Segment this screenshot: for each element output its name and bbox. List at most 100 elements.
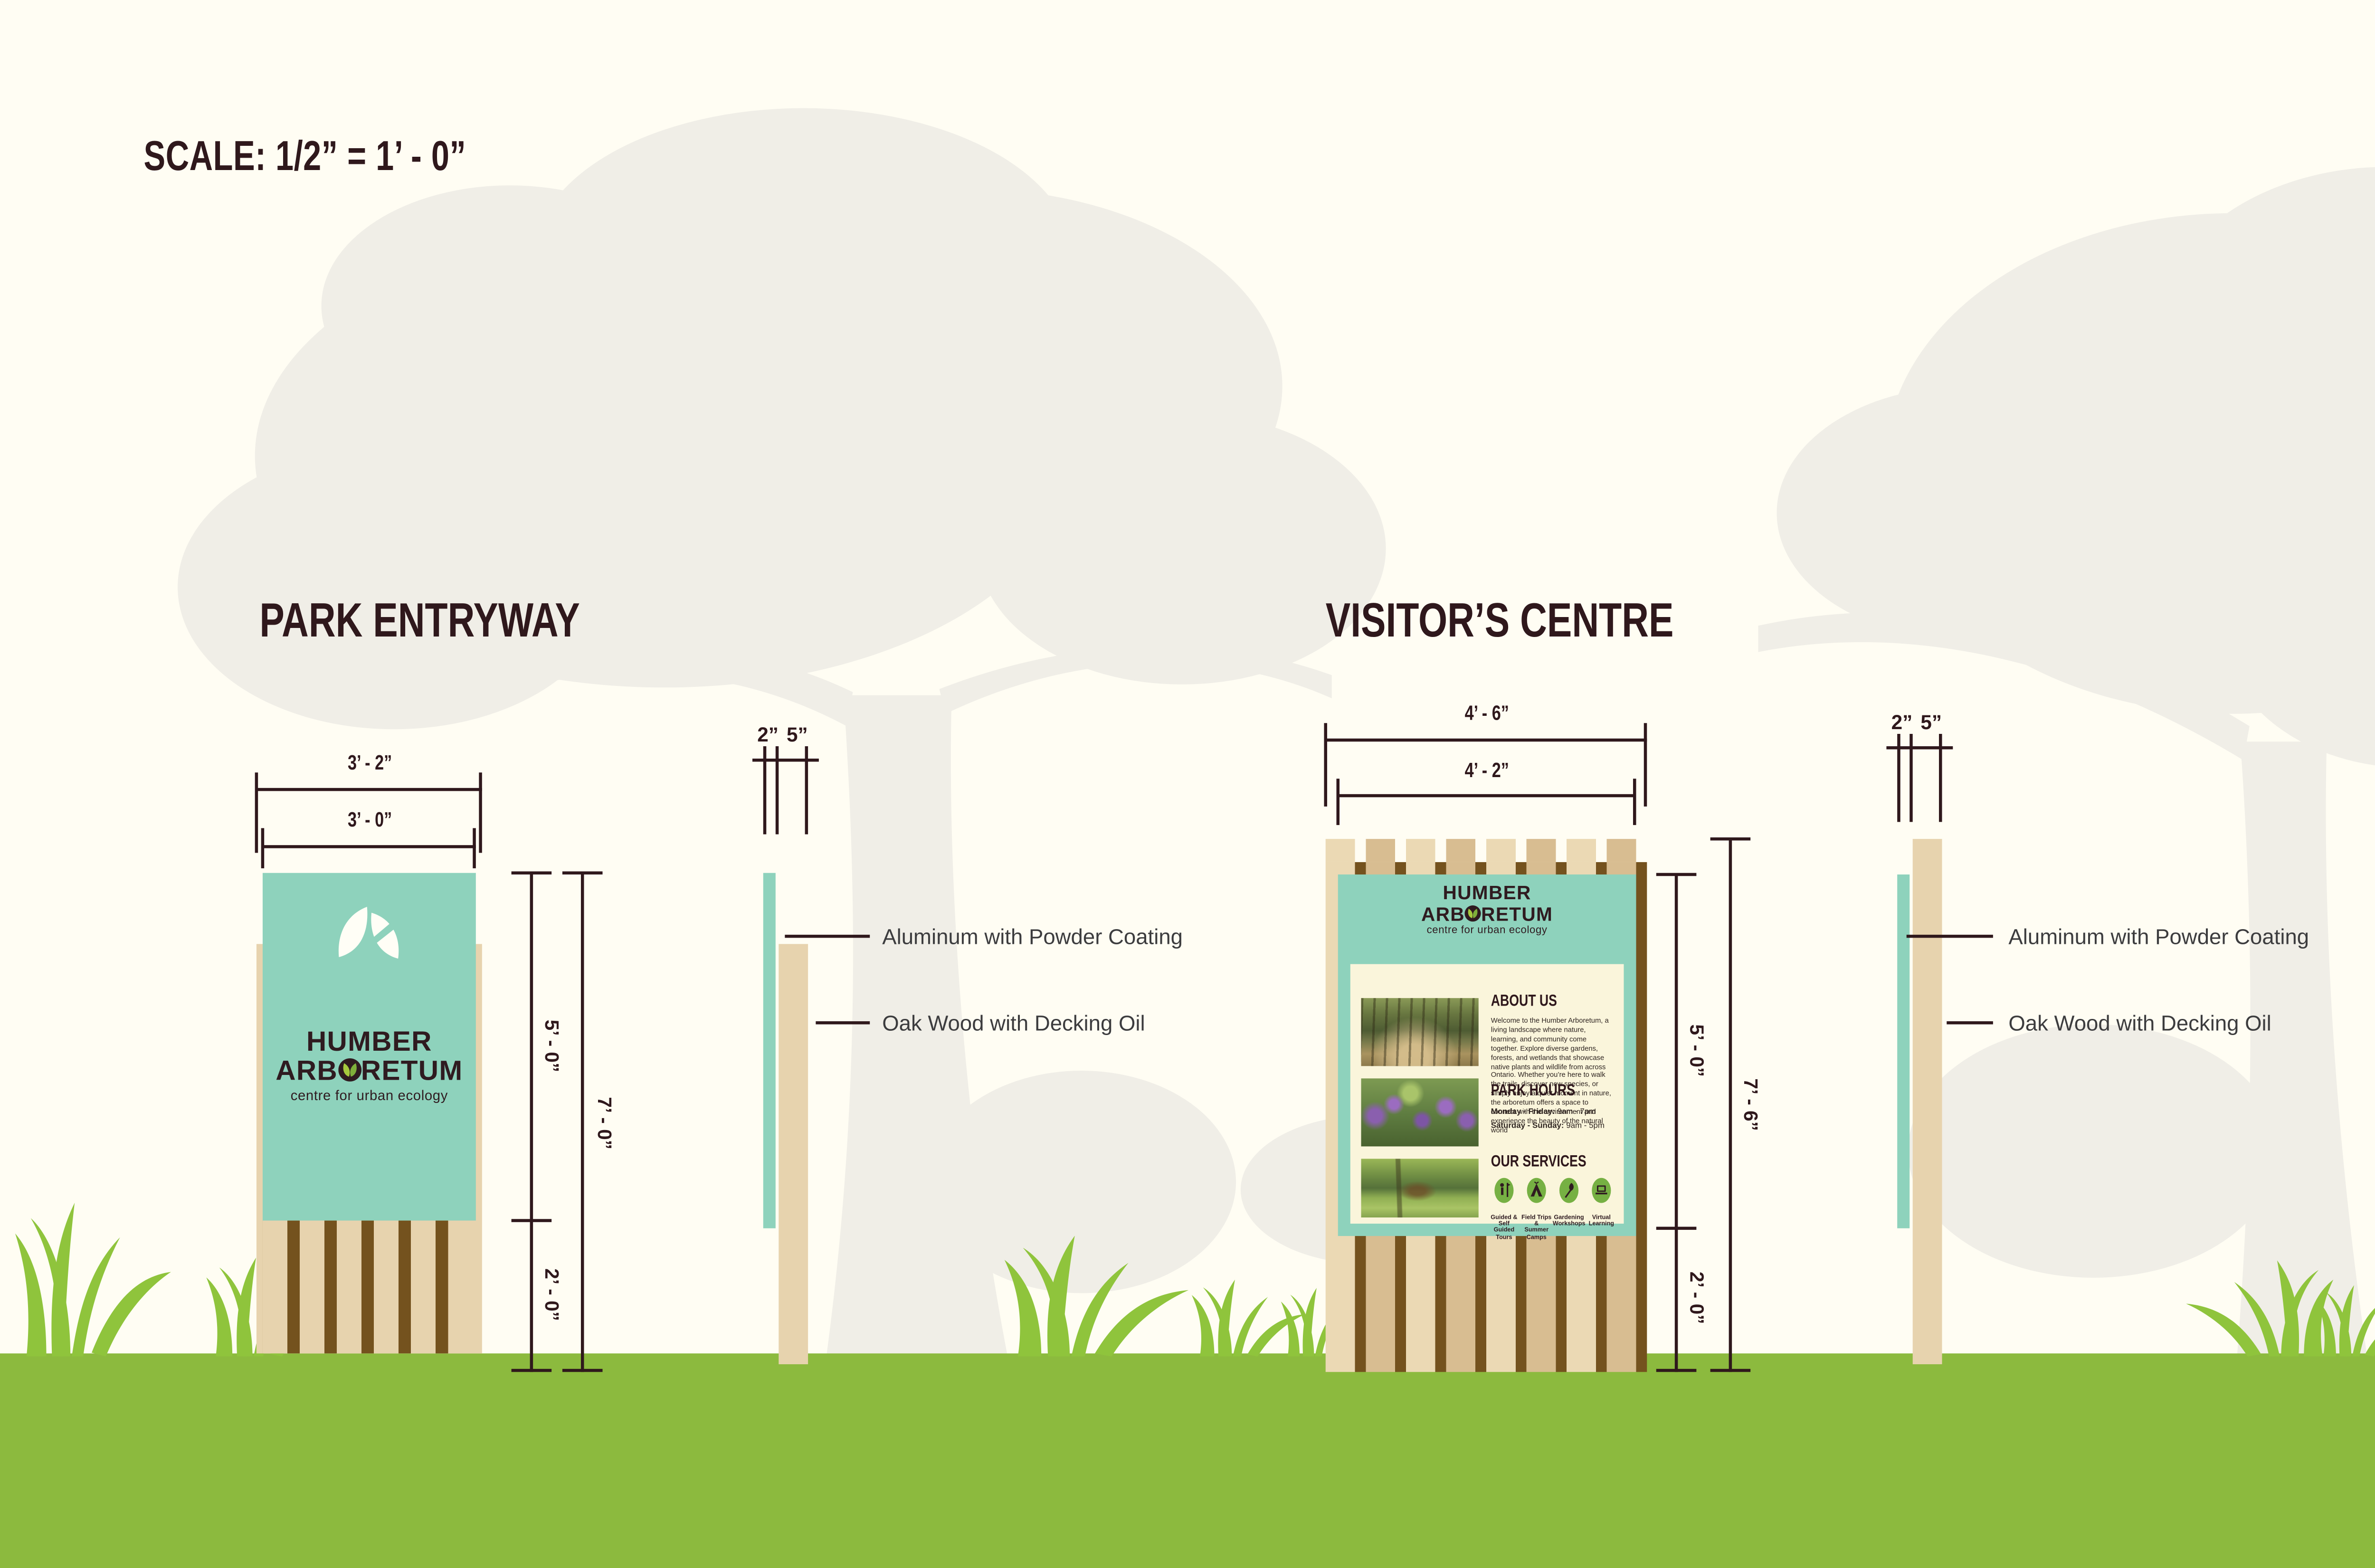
- callout-line-oak: [816, 1021, 870, 1025]
- photo-garden-bridge: [1361, 1159, 1479, 1218]
- callout-aluminum: Aluminum with Powder Coating: [882, 924, 1183, 949]
- visitor-base-height-dim: 2’ - 0”: [1685, 1271, 1708, 1324]
- park-base-height-dim: 2’ - 0”: [541, 1268, 562, 1321]
- callout-line-aluminum: [1906, 934, 1993, 939]
- dim-line: [1729, 839, 1733, 1372]
- callout-aluminum: Aluminum with Powder Coating: [2008, 924, 2309, 949]
- logo-line-humber: HUMBER: [1443, 882, 1531, 904]
- park-side-oak-post: [779, 944, 808, 1365]
- our-services-heading: OUR SERVICES: [1491, 1152, 1586, 1171]
- dim-tick: [805, 746, 809, 835]
- visitor-inner-width-dim: 4’ - 2”: [1464, 759, 1509, 782]
- callout-oak: Oak Wood with Decking Oil: [882, 1010, 1145, 1036]
- dim-tick: [775, 746, 779, 835]
- dim-line: [1325, 738, 1647, 742]
- dim-tick: [562, 1368, 603, 1373]
- scale-note: SCALE: 1/2” = 1’ - 0”: [143, 133, 557, 181]
- scale-note-text: SCALE: 1/2” = 1’ - 0”: [143, 133, 466, 180]
- park-outer-width-dim: 3’ - 2”: [347, 751, 392, 774]
- dim-tick: [1910, 733, 1913, 822]
- dim-tick: [1644, 723, 1648, 807]
- park-panel-height-dim: 5’ - 0”: [541, 1019, 562, 1073]
- visitor-total-height-dim: 7’ - 6”: [1739, 1078, 1761, 1131]
- dim-line: [262, 845, 476, 849]
- dim-line: [1338, 794, 1636, 798]
- visitor-sign-content-panel: ABOUT US Welcome to the Humber Arboretum…: [1350, 964, 1624, 1240]
- dim-tick: [1897, 733, 1901, 822]
- dim-tick: [1710, 1368, 1751, 1373]
- about-us-body: Welcome to the Humber Arboretum, a livin…: [1491, 1017, 1611, 1134]
- dim-tick: [1324, 723, 1328, 807]
- visitor-sign-slat-tops: [1325, 839, 1647, 862]
- callout-line-oak: [1947, 1021, 1993, 1025]
- dim-tick: [1336, 779, 1340, 825]
- photo-forest-trail: [1361, 998, 1479, 1066]
- park-hours-heading: PARK HOURS: [1491, 1081, 1575, 1100]
- dim-tick: [255, 772, 259, 853]
- visitor-side-oak-thickness: 5”: [1920, 711, 1942, 734]
- grass-tuft: [2186, 1260, 2334, 1357]
- visitor-side-oak-post: [1912, 839, 1942, 1365]
- arboretum-logo-mark: [338, 907, 402, 959]
- trowel-icon: [1559, 1178, 1579, 1203]
- dim-tick: [511, 1368, 552, 1373]
- grass-tuft: [1191, 1279, 1305, 1357]
- leaf-o-icon: [337, 1059, 361, 1083]
- visitor-side-aluminum-panel: [1897, 874, 1910, 1228]
- park-sign-wood-slats: [262, 1220, 473, 1354]
- callout-line-aluminum: [785, 934, 870, 939]
- logo-line-humber: HUMBER: [306, 1026, 432, 1057]
- grass-tuft: [2316, 1285, 2375, 1357]
- park-hours-row: Saturday - Sunday: 9am - 5pm: [1491, 1121, 1605, 1131]
- dim-line: [530, 873, 534, 1372]
- dim-line: [1674, 874, 1679, 1372]
- service-item: Field Trips &Summer Camps: [1520, 1177, 1553, 1241]
- grass-tuft: [15, 1202, 171, 1357]
- dim-tick: [1656, 873, 1697, 877]
- laptop-icon: [1592, 1178, 1611, 1203]
- callout-oak: Oak Wood with Decking Oil: [2008, 1010, 2271, 1036]
- dim-tick: [1939, 733, 1943, 822]
- visitor-panel-height-dim: 5’ - 0”: [1685, 1024, 1708, 1077]
- about-us-heading: ABOUT US: [1491, 992, 1557, 1011]
- tent-icon: [1527, 1178, 1546, 1203]
- park-hours-row: Monday - Friday: 9am - 7pm: [1491, 1108, 1596, 1117]
- dim-line: [752, 759, 819, 762]
- dim-tick: [473, 828, 477, 868]
- grass-band: [0, 1353, 2375, 1568]
- title-park-entryway: PARK ENTRYWAY: [259, 593, 580, 647]
- logo-tagline: centre for urban ecology: [290, 1087, 448, 1103]
- dim-tick: [1656, 1368, 1697, 1373]
- visitor-outer-width-dim: 4’ - 6”: [1464, 701, 1509, 725]
- grass-tuft: [1004, 1235, 1189, 1357]
- logo-tagline: centre for urban ecology: [1426, 925, 1548, 937]
- park-side-oak-thickness: 5”: [787, 723, 808, 747]
- park-total-height-dim: 7’ - 0”: [593, 1097, 615, 1150]
- dim-tick: [511, 1219, 552, 1223]
- dim-tick: [1633, 779, 1637, 825]
- park-side-aluminum-panel: [763, 873, 776, 1228]
- park-side-aluminum-thickness: 2”: [757, 723, 779, 747]
- dim-line: [256, 788, 482, 792]
- dim-tick: [1710, 837, 1751, 841]
- visitor-side-aluminum-thickness: 2”: [1891, 711, 1913, 734]
- photo-flower-garden: [1361, 1078, 1479, 1147]
- dim-tick: [1656, 1226, 1697, 1231]
- dim-line: [580, 873, 585, 1372]
- tour-guide-icon: [1494, 1178, 1514, 1203]
- park-sign-face: [262, 873, 476, 1221]
- dim-tick: [511, 871, 552, 875]
- title-visitors-centre: VISITOR’S CENTRE: [1325, 593, 1674, 647]
- dim-line: [1886, 746, 1953, 750]
- park-inner-width-dim: 3’ - 0”: [347, 808, 392, 831]
- dim-tick: [562, 871, 603, 875]
